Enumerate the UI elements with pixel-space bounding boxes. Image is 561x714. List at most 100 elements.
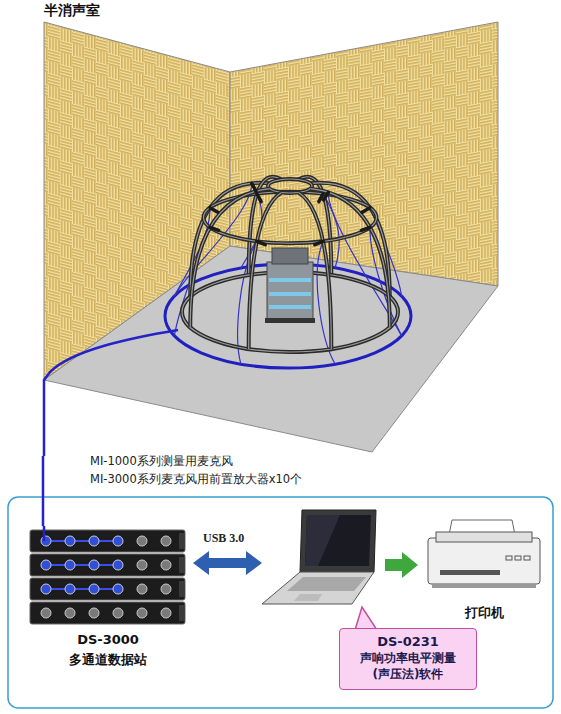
laptop-base	[262, 572, 374, 604]
input-port	[41, 608, 51, 618]
printer-top	[436, 532, 532, 542]
input-port	[41, 560, 51, 570]
input-port	[161, 560, 171, 570]
microphone-note: MI-1000系列测量用麦克风	[90, 454, 233, 469]
input-port	[65, 560, 75, 570]
frame-tube	[190, 189, 269, 328]
printer-illustration	[428, 520, 540, 588]
machine-stripe	[269, 292, 311, 296]
input-port	[137, 608, 147, 618]
room-title-area: 半消声室	[44, 0, 500, 456]
input-port	[41, 584, 51, 594]
test-machine	[265, 248, 315, 323]
printer: 打印机	[428, 520, 540, 620]
laptop-lid	[300, 510, 376, 572]
frame-highlight	[268, 179, 312, 193]
input-port	[89, 560, 99, 570]
laptop-screen	[305, 515, 371, 566]
input-port	[41, 536, 51, 546]
port-cable	[46, 540, 118, 542]
output-arrow	[385, 552, 418, 578]
software-callout: DS-0231声响功率电平测量 (声压法)软件	[339, 628, 477, 690]
microphone-cable	[44, 330, 178, 456]
microphone	[252, 183, 256, 191]
node-heading: 打印机	[428, 604, 540, 622]
microphone-cable	[43, 526, 46, 541]
machine-stripe	[269, 305, 311, 309]
device-unit	[30, 554, 185, 576]
input-port	[137, 560, 147, 570]
node-text: 多通道数据站	[25, 650, 191, 670]
input-port	[113, 560, 123, 570]
laptop-keyboard	[287, 577, 366, 591]
input-port	[161, 584, 171, 594]
machine-base	[265, 318, 315, 323]
frame-tube	[249, 192, 282, 348]
frame-highlight	[310, 189, 389, 328]
input-port	[89, 536, 99, 546]
callout-tail	[355, 607, 377, 630]
laptop-computer	[262, 510, 376, 604]
microphone-array	[165, 177, 411, 368]
device-handle	[179, 605, 184, 621]
frame-tube	[203, 192, 376, 244]
microphone	[210, 208, 218, 213]
input-port	[161, 608, 171, 618]
node-heading: DS-3000	[25, 630, 191, 650]
frame-highlight	[190, 189, 269, 328]
port-cable	[46, 564, 118, 566]
input-port	[113, 584, 123, 594]
device-unit	[30, 602, 185, 624]
device-handle	[179, 581, 184, 597]
port-cable	[46, 588, 118, 590]
microphone	[257, 194, 261, 202]
machine-body	[267, 262, 313, 320]
input-port	[137, 536, 147, 546]
input-port	[65, 584, 75, 594]
frame-highlight	[298, 192, 331, 348]
machine-top	[272, 248, 308, 264]
frame-highlight	[249, 192, 282, 348]
output-slot	[440, 570, 500, 575]
input-port	[113, 608, 123, 618]
node-heading: 半消声室	[44, 1, 500, 19]
input-port	[65, 536, 75, 546]
microphone	[324, 192, 329, 200]
device-unit	[30, 530, 185, 552]
microphone	[257, 241, 265, 244]
right-wall	[230, 22, 498, 286]
floor	[44, 246, 498, 452]
node-heading: DS-0231	[344, 633, 472, 650]
microphone	[361, 227, 370, 230]
microphone	[315, 241, 323, 244]
anechoic-room	[44, 22, 498, 452]
frame-highlight	[203, 192, 376, 244]
system-frame	[8, 497, 553, 708]
frame-tube	[298, 192, 331, 348]
printer-button	[515, 556, 521, 560]
data-station: DS-3000多通道数据站	[25, 526, 191, 674]
data-station-device	[30, 530, 185, 624]
input-port	[89, 584, 99, 594]
device-handle	[179, 533, 184, 549]
microphone	[210, 227, 219, 230]
frame-tube	[268, 179, 312, 193]
screen-glint	[305, 515, 340, 566]
input-port	[65, 608, 75, 618]
preamplifier-note: MI-3000系列麦克风用前置放大器x10个	[90, 472, 302, 487]
device-unit	[30, 578, 185, 600]
laptop-touchpad	[294, 594, 322, 601]
printer-button	[524, 556, 530, 560]
input-port	[161, 536, 171, 546]
frame-tube	[310, 189, 389, 328]
printer-button	[506, 556, 512, 560]
microphone	[362, 208, 370, 213]
interface-label: USB 3.0	[203, 531, 244, 546]
input-port	[137, 584, 147, 594]
printer-body	[428, 538, 540, 584]
printer-base	[432, 584, 536, 588]
input-port	[113, 536, 123, 546]
signal-cable	[42, 456, 45, 526]
machine-stripe	[269, 278, 311, 282]
